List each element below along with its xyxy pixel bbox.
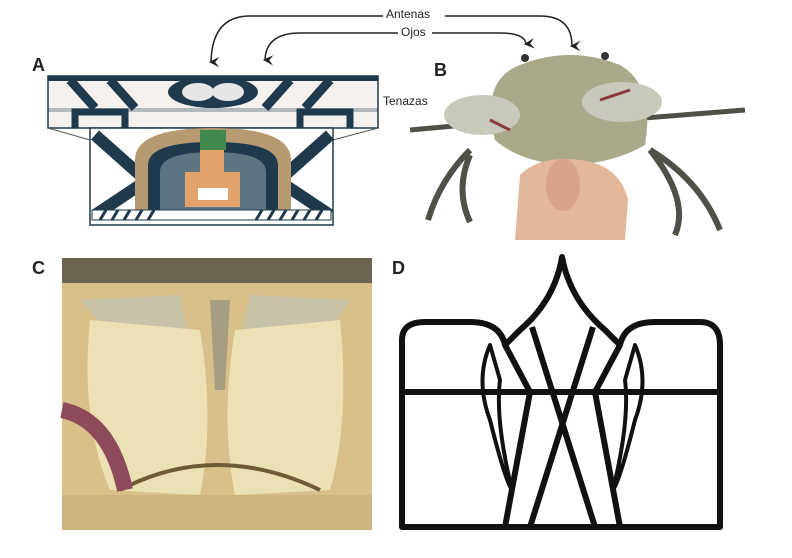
panel-label-a: A bbox=[32, 55, 45, 75]
panel-label-b: B bbox=[434, 60, 447, 80]
panel-label-c: C bbox=[32, 258, 45, 278]
panel-b-crab-photo bbox=[409, 52, 746, 240]
panel-label-d: D bbox=[392, 258, 405, 278]
panel-c-closeup-photo bbox=[59, 258, 372, 530]
antennae-arrows bbox=[208, 15, 581, 68]
panel-d-schematic bbox=[399, 254, 723, 530]
panel-a-maya-drawing bbox=[47, 75, 379, 226]
annotation-eyes: Ojos bbox=[398, 25, 429, 39]
annotation-claws: Tenazas bbox=[380, 94, 431, 108]
annotation-antennae: Antenas bbox=[383, 7, 434, 21]
eyes-arrows bbox=[262, 32, 535, 66]
